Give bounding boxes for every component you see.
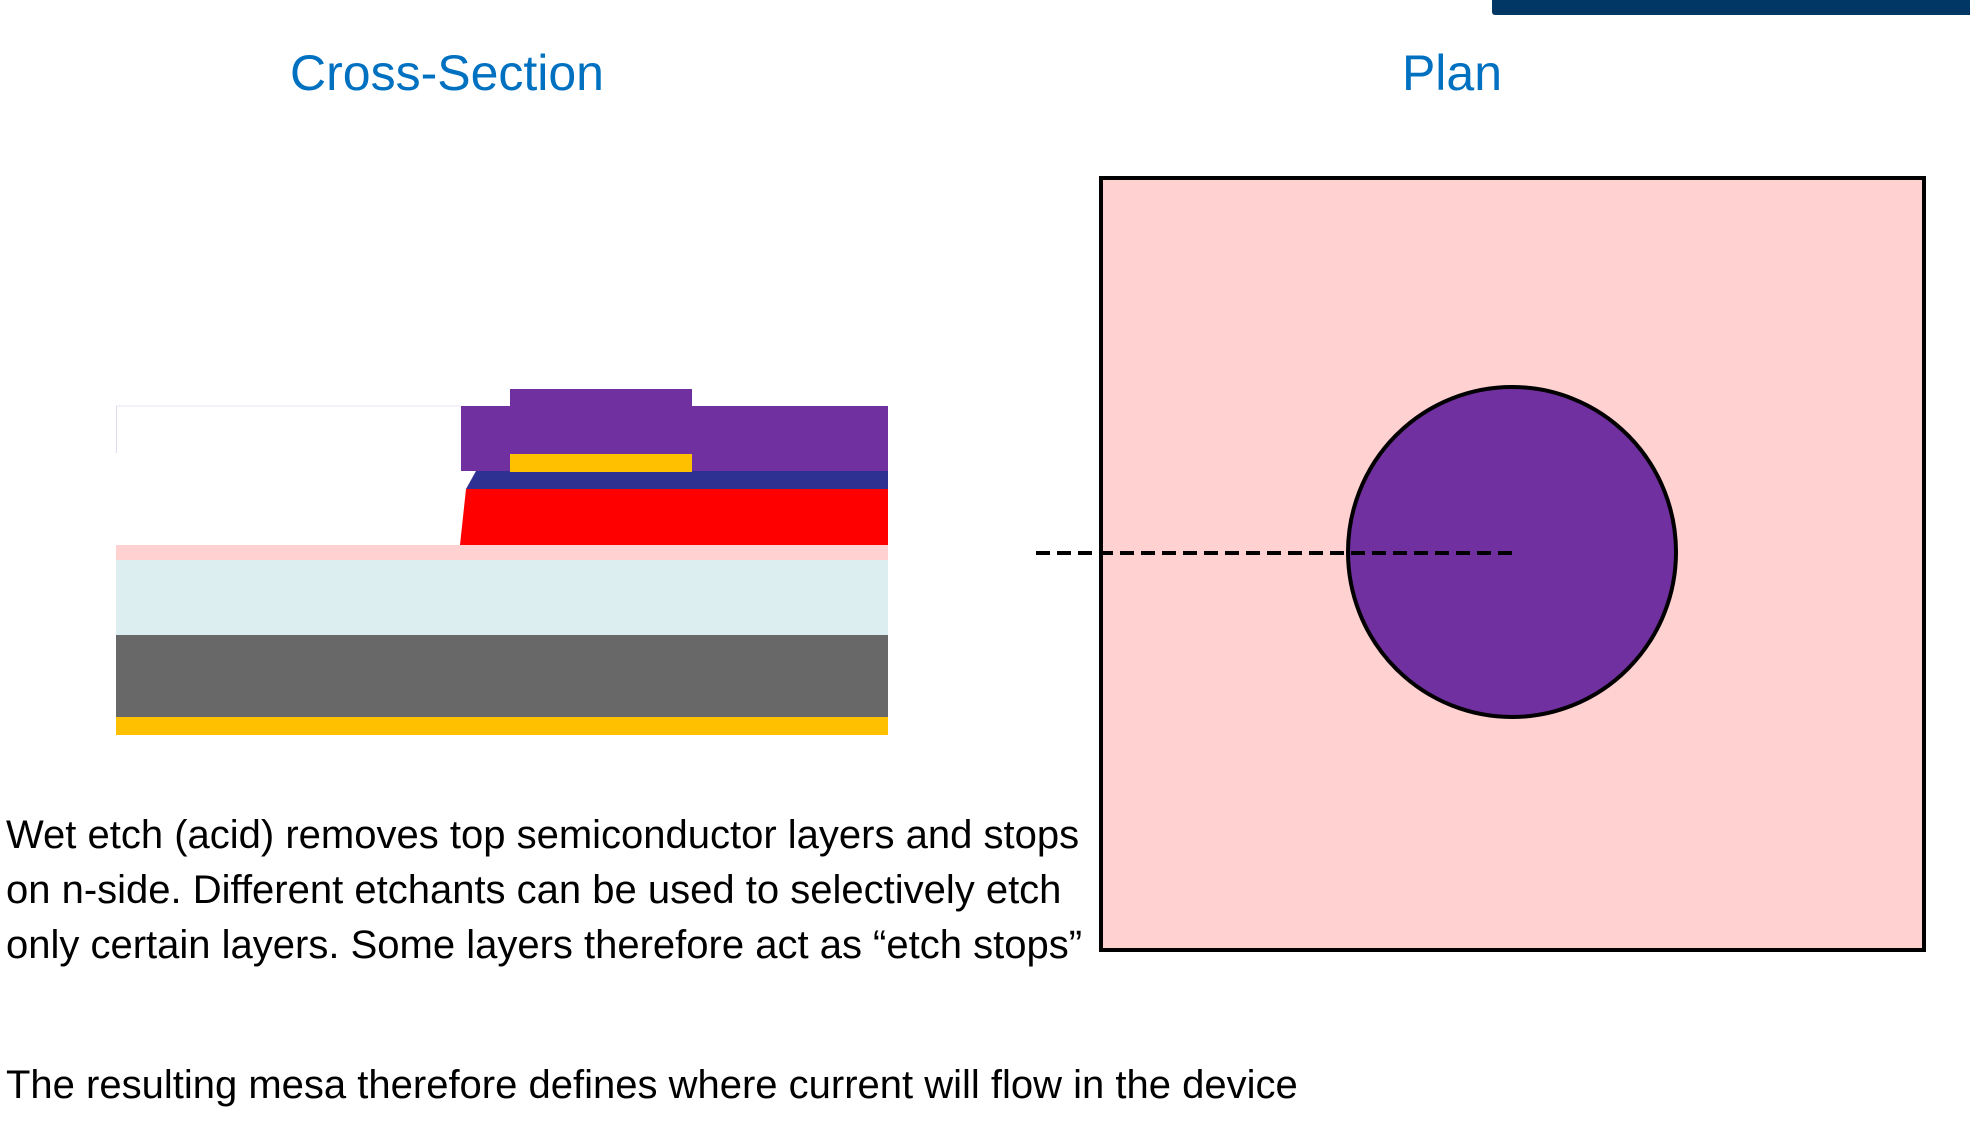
plan-title: Plan	[1401, 45, 1503, 101]
conclusion-paragraph: The resulting mesa therefore defines whe…	[6, 1063, 1298, 1107]
layer-n-layer	[116, 560, 888, 635]
cross-section-diagram	[116, 389, 888, 735]
header-bar	[1492, 0, 1970, 15]
layer-n-side-etch-stop	[116, 545, 888, 560]
plan-diagram	[1036, 176, 1926, 952]
cross-section-title: Cross-Section	[290, 45, 604, 101]
layer-top-contact-metal	[510, 454, 692, 472]
layer-substrate	[116, 635, 888, 717]
layer-active-region	[460, 489, 888, 545]
layer-dielectric-cover	[461, 389, 888, 471]
layer-bottom-contact-metal	[116, 717, 888, 735]
layer-p-contact	[466, 471, 888, 489]
description-paragraph: Wet etch (acid) removes top semiconducto…	[6, 813, 1083, 967]
